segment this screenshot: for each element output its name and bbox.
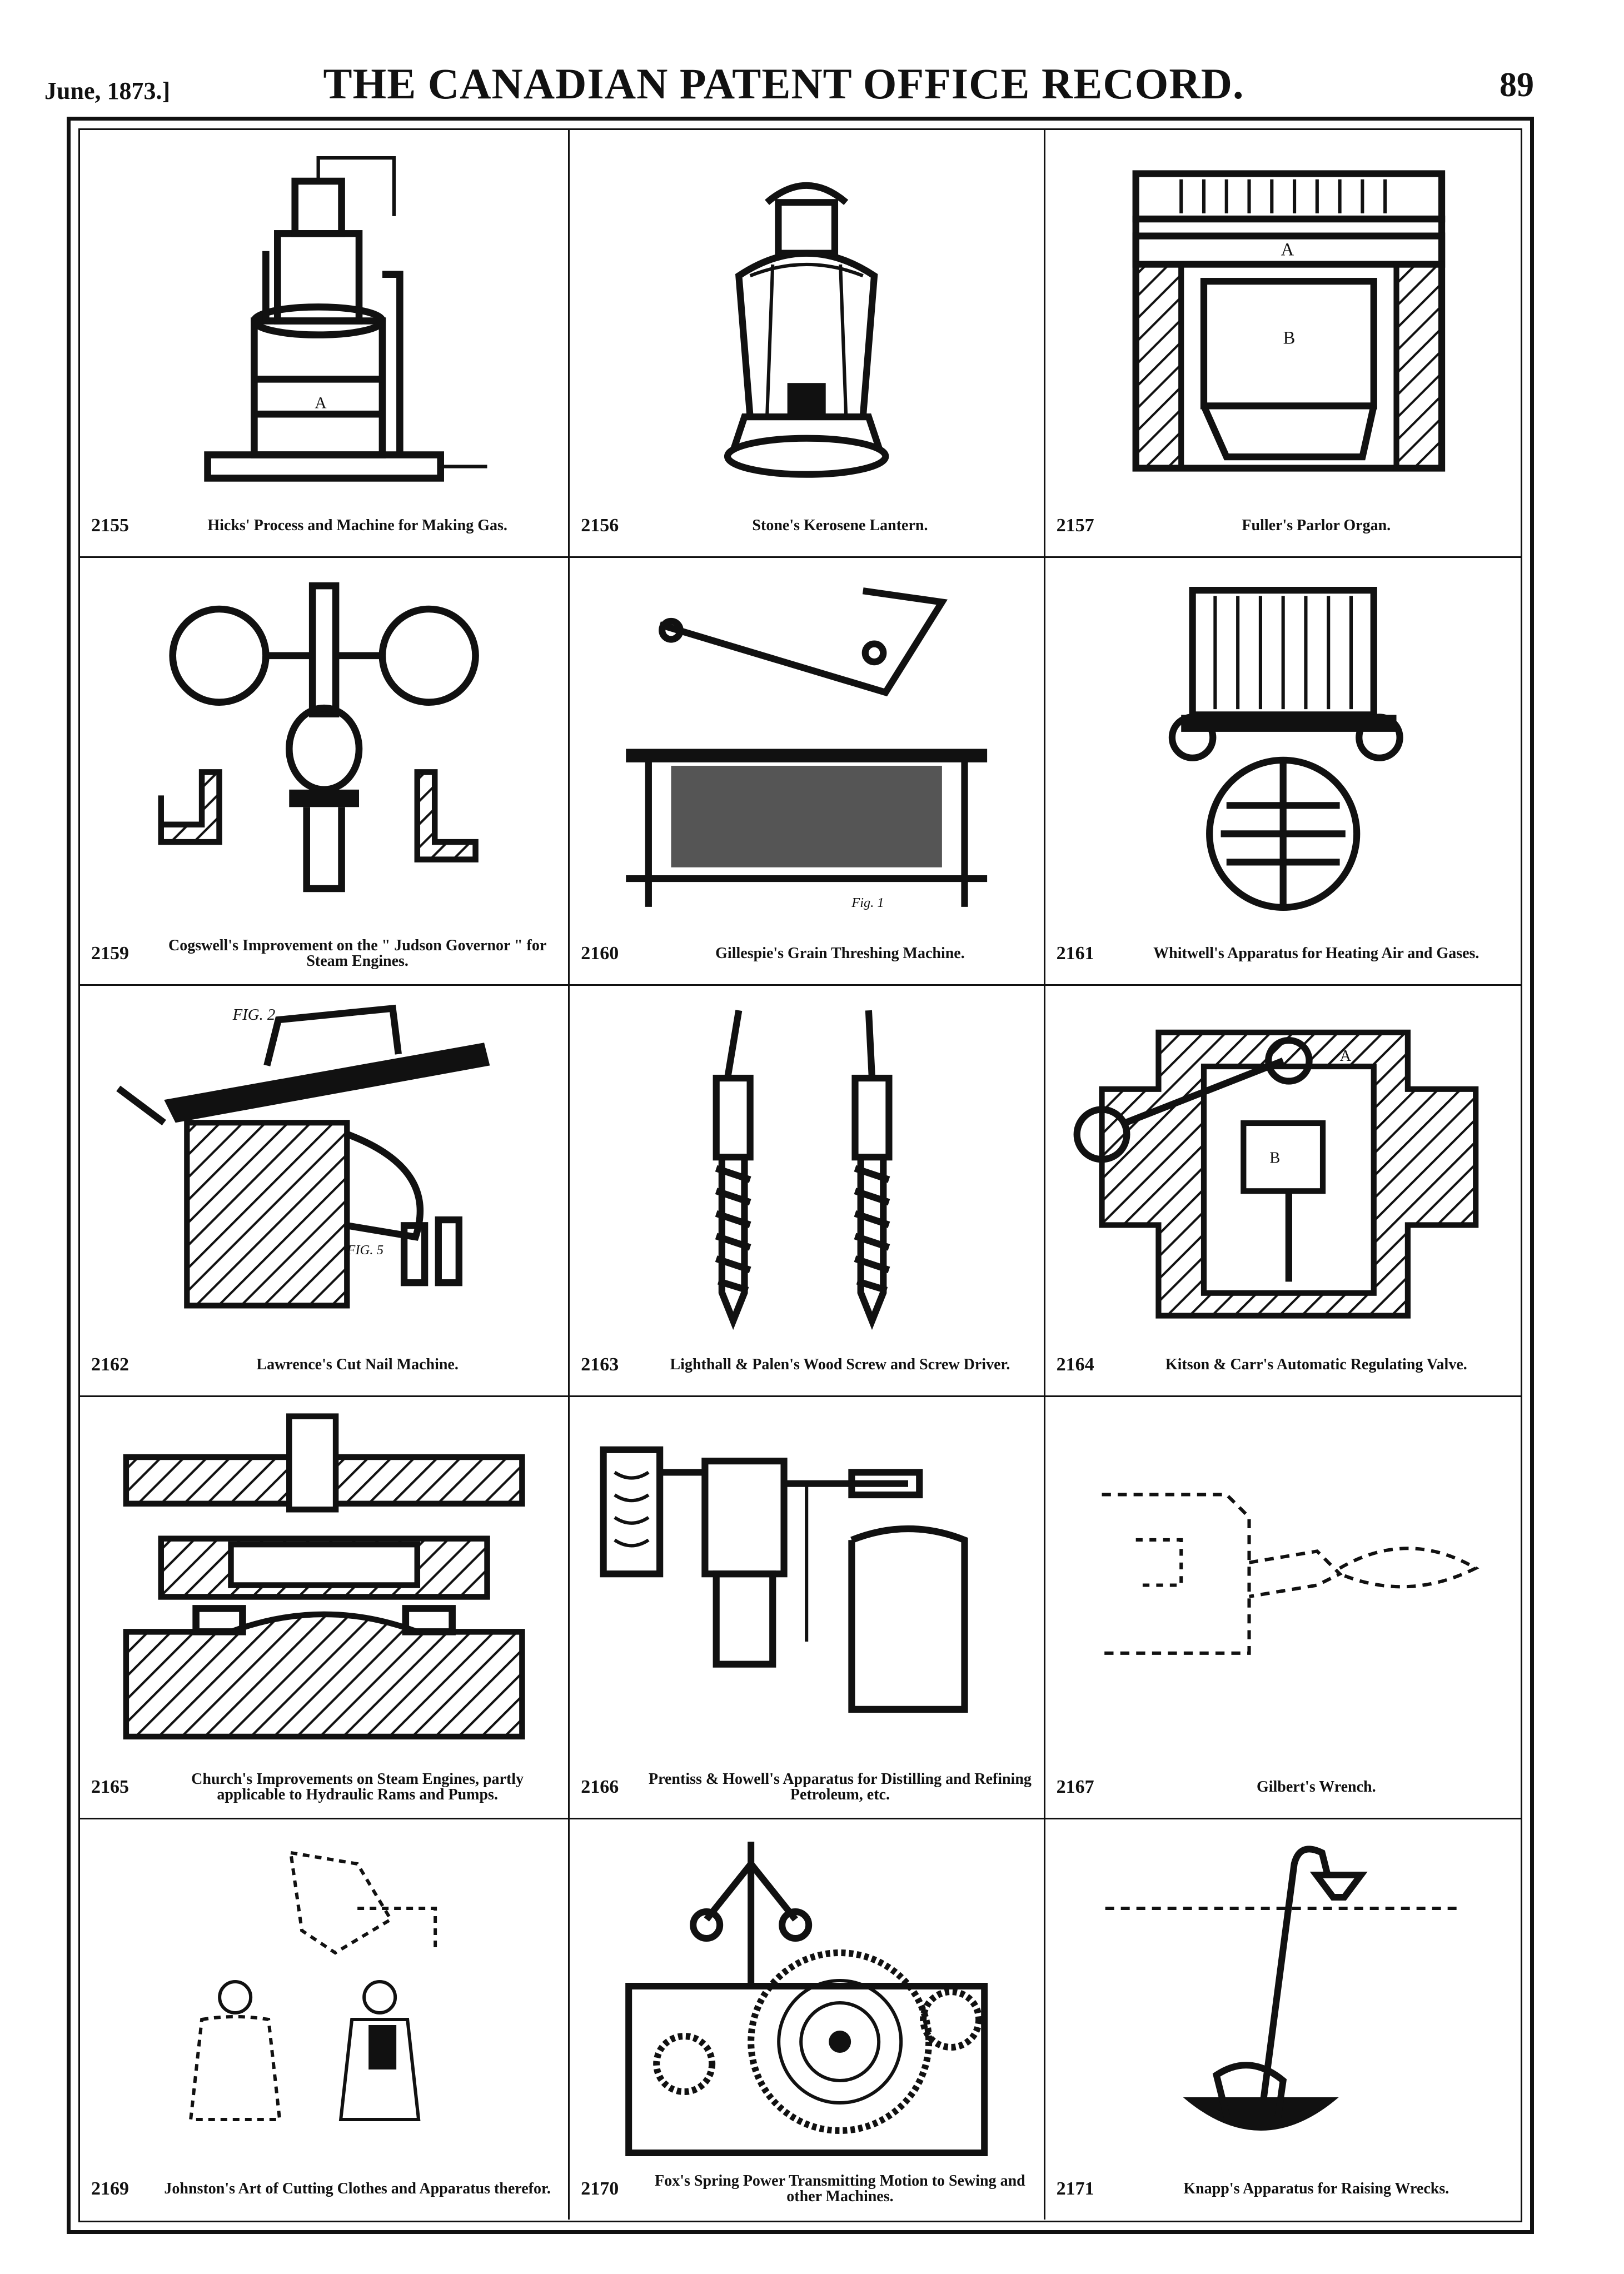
patent-title: Prentiss & Howell's Apparatus for Distil… — [648, 1771, 1032, 1803]
patent-caption: 2163 Lighthall & Palen's Wood Screw and … — [581, 1343, 1032, 1387]
patent-caption: 2164 Kitson & Carr's Automatic Regulatin… — [1057, 1343, 1510, 1387]
patent-number: 2165 — [91, 1777, 129, 1797]
patent-number: 2160 — [581, 943, 619, 964]
patent-number: 2163 — [581, 1354, 619, 1375]
patent-cell-2163: 2163 Lighthall & Palen's Wood Screw and … — [570, 986, 1045, 1397]
heating-apparatus-illustration — [1057, 569, 1510, 929]
patent-cell-2164: B A 2164 Kitson & Carr's Automatic Regul… — [1045, 986, 1521, 1397]
patent-title: Gilbert's Wrench. — [1256, 1778, 1376, 1796]
plate-inner-border: A 2155 Hicks' Process and Machine for Ma… — [78, 128, 1522, 2222]
patent-cell-2162: FIG. 2 FIG. 5 2162 Lawrence's Cut Nail M… — [80, 986, 570, 1397]
patent-title: Johnston's Art of Cutting Clothes and Ap… — [164, 2180, 551, 2197]
patent-cell-2166: 2166 Prentiss & Howell's Apparatus for D… — [570, 1397, 1045, 1819]
svg-text:Fig. 1: Fig. 1 — [851, 895, 884, 910]
regulating-valve-illustration: B A — [1057, 997, 1510, 1340]
patent-title: Knapp's Apparatus for Raising Wrecks. — [1183, 2180, 1449, 2197]
svg-text:B: B — [1269, 1149, 1280, 1166]
patent-title: Fuller's Parlor Organ. — [1242, 517, 1391, 534]
patent-cell-2171: 2171 Knapp's Apparatus for Raising Wreck… — [1045, 1819, 1521, 2220]
patent-number: 2156 — [581, 515, 619, 536]
svg-text:FIG. 5: FIG. 5 — [346, 1243, 383, 1258]
patent-number: 2157 — [1056, 515, 1094, 536]
patent-cell-2160: Fig. 1 2160 Gillespie's Grain Threshing … — [570, 558, 1045, 986]
patent-title: Lawrence's Cut Nail Machine. — [256, 1356, 459, 1373]
patent-caption: 2170 Fox's Spring Power Transmitting Mot… — [581, 2167, 1032, 2211]
svg-text:A: A — [1281, 240, 1294, 260]
patent-number: 2169 — [91, 2178, 129, 2199]
patent-caption: 2157 Fuller's Parlor Organ. — [1057, 504, 1510, 547]
patent-caption: 2162 Lawrence's Cut Nail Machine. — [91, 1343, 557, 1387]
threshing-machine-illustration: Fig. 1 — [581, 569, 1032, 929]
steam-engine-illustration — [91, 1408, 557, 1762]
svg-text:A: A — [315, 395, 326, 412]
patent-title: Stone's Kerosene Lantern. — [752, 517, 928, 534]
patent-title: Whitwell's Apparatus for Heating Air and… — [1153, 945, 1479, 962]
wreck-raising-illustration — [1057, 1831, 1510, 2164]
patent-number: 2159 — [91, 943, 129, 964]
patent-caption: 2155 Hicks' Process and Machine for Maki… — [91, 504, 557, 547]
lantern-illustration — [581, 141, 1032, 501]
patent-number: 2170 — [581, 2178, 619, 2199]
patent-number: 2171 — [1056, 2178, 1094, 2199]
nail-machine-illustration: FIG. 2 FIG. 5 — [91, 997, 557, 1340]
patent-plate: A 2155 Hicks' Process and Machine for Ma… — [67, 117, 1534, 2234]
patent-grid: A 2155 Hicks' Process and Machine for Ma… — [80, 130, 1521, 2221]
page-header: June, 1873.] THE CANADIAN PATENT OFFICE … — [33, 56, 1534, 117]
governor-illustration — [91, 569, 557, 929]
petroleum-distilling-illustration — [581, 1408, 1032, 1762]
spring-power-illustration — [581, 1831, 1032, 2164]
patent-number: 2164 — [1056, 1354, 1094, 1375]
patent-caption: 2156 Stone's Kerosene Lantern. — [581, 504, 1032, 547]
patent-cell-2155: A 2155 Hicks' Process and Machine for Ma… — [80, 130, 570, 558]
gas-machine-illustration: A — [91, 141, 557, 501]
patent-caption: 2166 Prentiss & Howell's Apparatus for D… — [581, 1766, 1032, 1809]
patent-cell-2156: 2156 Stone's Kerosene Lantern. — [570, 130, 1045, 558]
patent-caption: 2167 Gilbert's Wrench. — [1057, 1766, 1510, 1809]
patent-cell-2159: 2159 Cogswell's Improvement on the " Jud… — [80, 558, 570, 986]
patent-title: Cogswell's Improvement on the " Judson G… — [168, 937, 547, 970]
patent-title: Fox's Spring Power Transmitting Motion t… — [655, 2172, 1025, 2205]
parlor-organ-illustration: A B — [1057, 141, 1510, 501]
patent-number: 2155 — [91, 515, 129, 536]
patent-cell-2170: 2170 Fox's Spring Power Transmitting Mot… — [570, 1819, 1045, 2220]
patent-caption: 2159 Cogswell's Improvement on the " Jud… — [91, 932, 557, 975]
patent-number: 2166 — [581, 1777, 619, 1797]
patent-number: 2167 — [1056, 1777, 1094, 1797]
patent-title: Church's Improvements on Steam Engines, … — [191, 1771, 524, 1803]
patent-caption: 2169 Johnston's Art of Cutting Clothes a… — [91, 2167, 557, 2211]
patent-caption: 2160 Gillespie's Grain Threshing Machine… — [581, 932, 1032, 975]
patent-cell-2161: 2161 Whitwell's Apparatus for Heating Ai… — [1045, 558, 1521, 986]
patent-cell-2157: A B 2157 Fuller's Parlor Organ. — [1045, 130, 1521, 558]
patent-title: Lighthall & Palen's Wood Screw and Screw… — [670, 1356, 1010, 1373]
svg-text:FIG. 2: FIG. 2 — [232, 1006, 276, 1024]
clothes-cutting-illustration — [91, 1831, 557, 2164]
patent-cell-2167: 2167 Gilbert's Wrench. — [1045, 1397, 1521, 1819]
patent-title: Hicks' Process and Machine for Making Ga… — [207, 517, 507, 534]
svg-text:A: A — [1339, 1048, 1351, 1065]
patent-caption: 2161 Whitwell's Apparatus for Heating Ai… — [1057, 932, 1510, 975]
patent-caption: 2165 Church's Improvements on Steam Engi… — [91, 1766, 557, 1809]
publication-title: THE CANADIAN PATENT OFFICE RECORD. — [323, 59, 1244, 108]
patent-title: Gillespie's Grain Threshing Machine. — [715, 945, 965, 962]
wood-screw-illustration — [581, 997, 1032, 1340]
patent-number: 2161 — [1056, 943, 1094, 964]
patent-number: 2162 — [91, 1354, 129, 1375]
page-number: 89 — [1500, 66, 1534, 104]
wrench-illustration — [1057, 1408, 1510, 1762]
patent-cell-2165: 2165 Church's Improvements on Steam Engi… — [80, 1397, 570, 1819]
patent-caption: 2171 Knapp's Apparatus for Raising Wreck… — [1057, 2167, 1510, 2211]
issue-date: June, 1873.] — [44, 77, 171, 104]
svg-text:B: B — [1283, 328, 1295, 348]
patent-title: Kitson & Carr's Automatic Regulating Val… — [1165, 1356, 1467, 1373]
patent-cell-2169: 2169 Johnston's Art of Cutting Clothes a… — [80, 1819, 570, 2220]
